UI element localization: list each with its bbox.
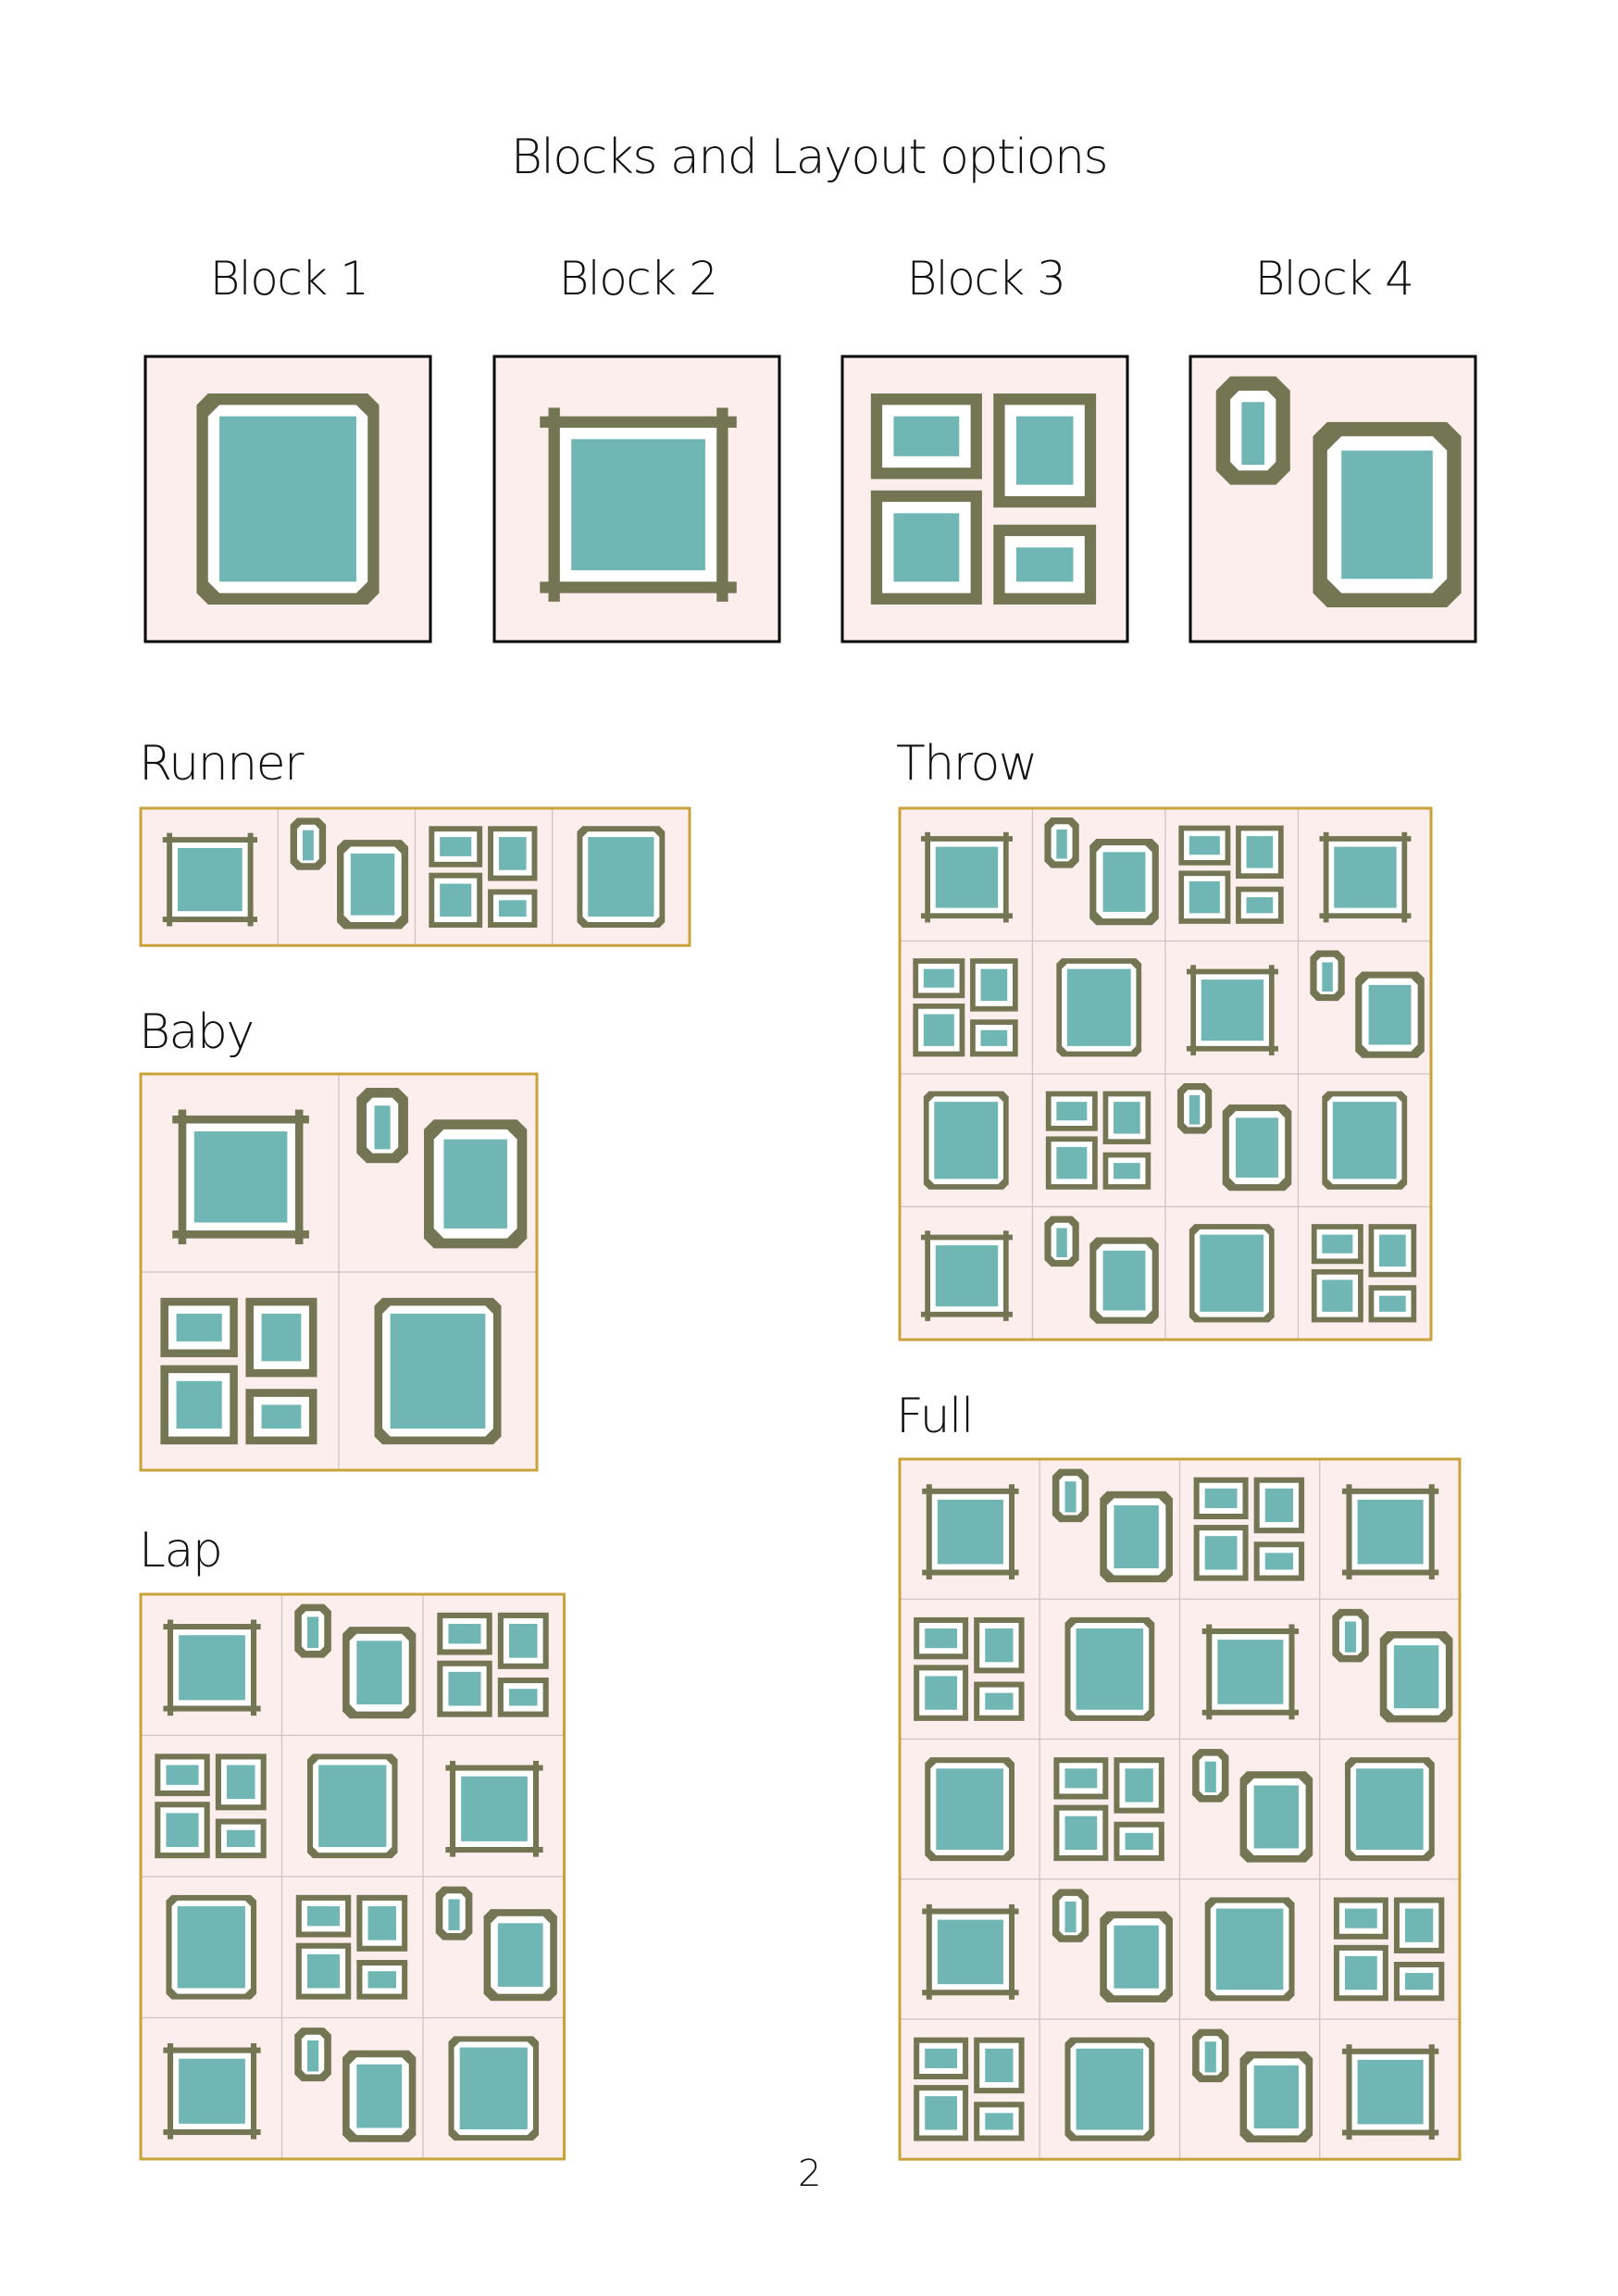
quilt-block: [278, 808, 416, 946]
quilt-block: [1298, 1074, 1431, 1207]
quilt-block: [1319, 1599, 1460, 1740]
block-1-label: Block 1: [209, 252, 369, 306]
throw-layout: [898, 806, 1433, 1341]
block-3-label: Block 3: [906, 252, 1066, 306]
layout-border: [139, 806, 691, 947]
quilt-block: [900, 1074, 1033, 1207]
baby-label: Baby: [139, 1004, 255, 1060]
layout-border: [898, 1457, 1462, 2161]
quilt-block: [900, 2019, 1040, 2160]
lap-label: Lap: [139, 1523, 223, 1578]
layout-border: [898, 806, 1433, 1341]
quilt-block: [423, 1735, 565, 1877]
block-4-label: Block 4: [1254, 252, 1414, 306]
quilt-block: [281, 2017, 423, 2159]
block-1: [143, 355, 432, 643]
quilt-block: [141, 1877, 282, 2018]
quilt-block: [552, 808, 690, 946]
quilt-block: [1319, 1739, 1460, 1879]
quilt-block: [141, 1594, 282, 1736]
block-3: [840, 355, 1129, 643]
quilt-block: [900, 1739, 1040, 1879]
quilt-block: [900, 1206, 1033, 1340]
quilt-block: [1179, 1878, 1320, 2019]
quilt-block: [141, 808, 279, 946]
full-label: Full: [896, 1389, 974, 1444]
quilt-block: [423, 1594, 565, 1736]
quilt-block: [900, 808, 1033, 942]
quilt-block: [141, 1735, 282, 1877]
quilt-block: [1319, 1459, 1460, 1600]
quilt-block: [1165, 1206, 1299, 1340]
quilt-block: [1298, 941, 1431, 1074]
quilt-block: [900, 1459, 1040, 1600]
quilt-block: [1179, 1739, 1320, 1879]
quilt-block: [281, 1594, 423, 1736]
quilt-block: [1039, 1459, 1180, 1600]
quilt-block: [1298, 1206, 1431, 1340]
quilt-block: [281, 1877, 423, 2018]
quilt-block: [1179, 1459, 1320, 1600]
quilt-block: [141, 1272, 339, 1470]
quilt-block: [1039, 1599, 1180, 1740]
quilt-block: [141, 2017, 282, 2159]
quilt-block: [1032, 1206, 1165, 1340]
quilt-block: [1179, 2019, 1320, 2160]
quilt-block: [1032, 941, 1165, 1074]
page-number: 2: [798, 2152, 821, 2195]
quilt-block: [1319, 2019, 1460, 2160]
layout-border: [139, 1592, 566, 2161]
quilt-block: [1165, 1074, 1299, 1207]
lap-layout: [139, 1592, 566, 2161]
throw-label: Throw: [896, 736, 1038, 792]
quilt-block: [281, 1735, 423, 1877]
quilt-block: [339, 1272, 537, 1470]
baby-layout: [139, 1072, 539, 1472]
runner-label: Runner: [139, 736, 305, 792]
full-layout: [898, 1457, 1462, 2161]
quilt-block: [1039, 1739, 1180, 1879]
quilt-block: [1039, 1878, 1180, 2019]
quilt-block: [415, 808, 553, 946]
quilt-block: [1298, 808, 1431, 942]
quilt-block: [423, 2017, 565, 2159]
block-2: [492, 355, 781, 643]
quilt-block: [1039, 2019, 1180, 2160]
layout-border: [139, 1072, 539, 1472]
quilt-block: [1165, 808, 1299, 942]
block-2-label: Block 2: [558, 252, 718, 306]
quilt-block: [900, 1878, 1040, 2019]
quilt-block: [423, 1877, 565, 2018]
quilt-block: [339, 1074, 537, 1272]
quilt-block: [1179, 1599, 1320, 1740]
quilt-block: [1032, 1074, 1165, 1207]
page-title: Blocks and Layout options: [510, 130, 1109, 185]
quilt-block: [900, 1599, 1040, 1740]
quilt-block: [900, 941, 1033, 1074]
quilt-block: [1165, 941, 1299, 1074]
quilt-block: [1032, 808, 1165, 942]
quilt-block: [1319, 1878, 1460, 2019]
block-4: [1189, 355, 1477, 643]
runner-layout: [139, 806, 691, 947]
quilt-block: [141, 1074, 339, 1272]
